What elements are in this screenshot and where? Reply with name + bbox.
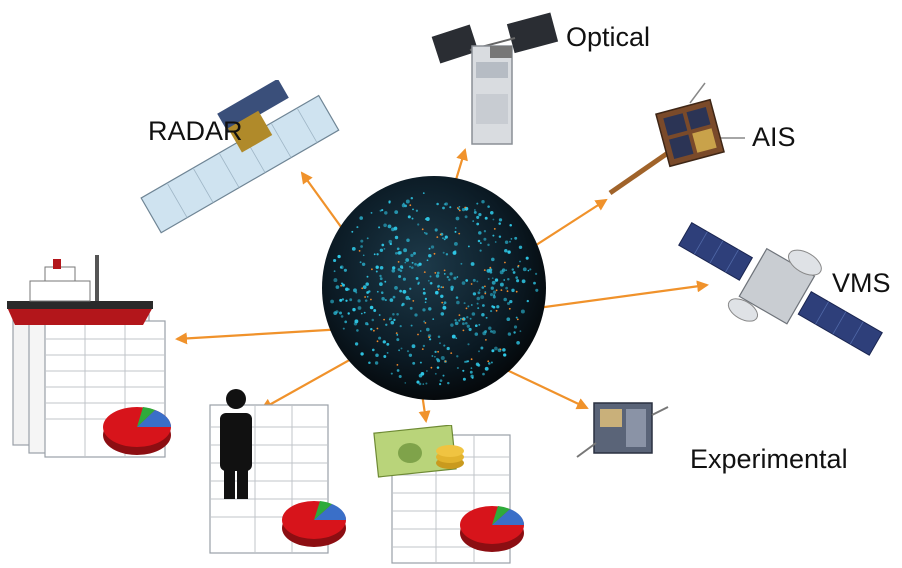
ais-satellite-icon [600,78,750,208]
vms-satellite-icon [665,215,890,375]
optical-satellite-icon [430,10,560,150]
money-report-icon [370,425,530,565]
experimental-satellite-icon [572,385,672,470]
vessel-report-icon [5,245,180,460]
label-ais: AIS [752,122,796,152]
label-vms: VMS [832,268,891,298]
earth-globe-icon [318,172,550,404]
person-report-icon [200,385,355,555]
label-radar: RADAR [148,116,243,146]
label-experimental: Experimental [690,444,848,474]
label-optical: Optical [566,22,651,52]
radar-satellite-icon [125,80,350,240]
